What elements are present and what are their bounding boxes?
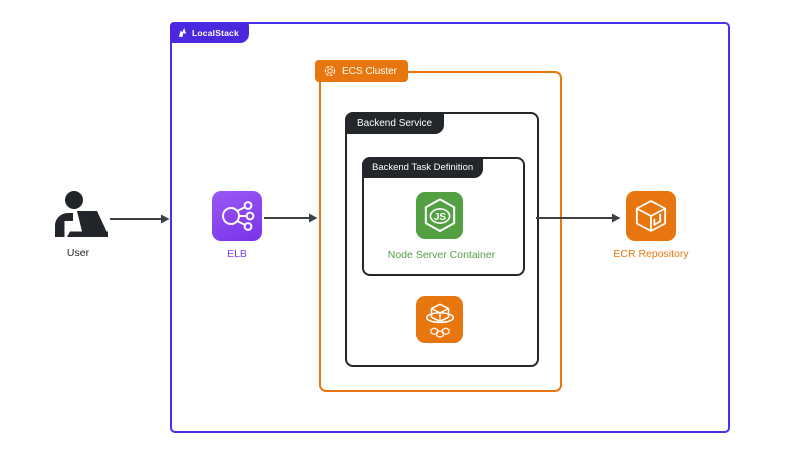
elb-node bbox=[212, 191, 262, 241]
backend-service-badge-label: Backend Service bbox=[357, 117, 433, 129]
load-balancer-icon bbox=[218, 197, 256, 235]
ecr-repository-label: ECR Repository bbox=[613, 248, 689, 260]
nodejs-js-text: JS bbox=[433, 211, 446, 222]
backend-task-definition-badge: Backend Task Definition bbox=[362, 157, 484, 178]
user-label: User bbox=[66, 247, 90, 259]
ecr-node bbox=[626, 191, 676, 241]
nodejs-hexagon-icon: JS bbox=[420, 196, 460, 236]
localstack-logo-icon bbox=[177, 27, 188, 38]
ecs-cube-orbit-icon bbox=[421, 301, 459, 339]
localstack-box bbox=[170, 22, 730, 433]
ecr-cube-icon bbox=[631, 196, 671, 236]
ecs-cluster-badge: ECS Cluster bbox=[315, 60, 409, 82]
ecs-service-node bbox=[416, 296, 463, 343]
user-node bbox=[52, 190, 108, 238]
ecs-ring-icon bbox=[324, 65, 336, 77]
node-server-container-node: JS bbox=[416, 192, 463, 239]
ecs-cluster-box bbox=[319, 71, 562, 392]
localstack-badge-label: LocalStack bbox=[192, 27, 239, 38]
backend-service-badge: Backend Service bbox=[345, 112, 445, 134]
person-at-laptop-icon bbox=[52, 191, 108, 242]
node-server-container-label: Node Server Container bbox=[387, 249, 496, 261]
localstack-badge: LocalStack bbox=[170, 22, 249, 43]
ecs-cluster-badge-label: ECS Cluster bbox=[342, 65, 398, 77]
arrow-user-to-localstack bbox=[110, 214, 170, 224]
elb-label: ELB bbox=[227, 248, 247, 260]
backend-task-definition-badge-label: Backend Task Definition bbox=[372, 162, 474, 173]
